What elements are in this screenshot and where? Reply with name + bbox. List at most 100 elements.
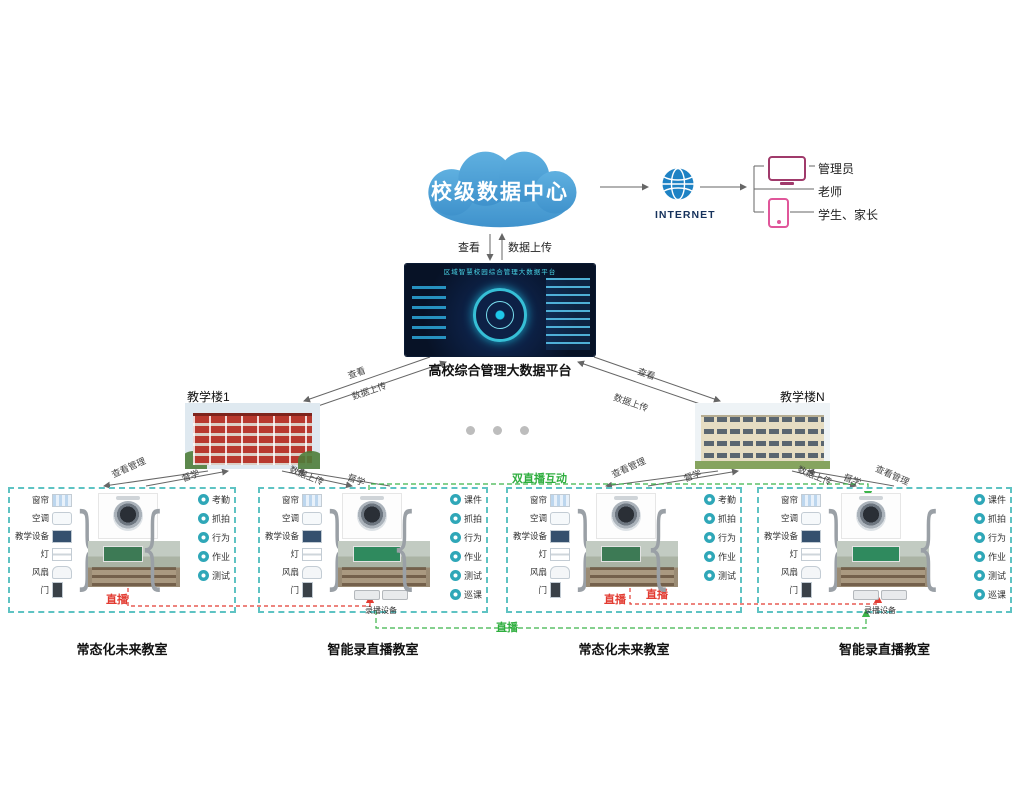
recorder-box-icon <box>853 590 879 600</box>
link-view-manage-2: 查看管理 <box>610 455 648 480</box>
function-item: 抓拍 <box>973 512 1006 525</box>
recorder-box-icon <box>881 590 907 600</box>
device-label: 窗帘 <box>529 495 547 505</box>
function-icon <box>703 513 715 524</box>
device-icon <box>801 547 821 561</box>
device-icon <box>550 493 570 507</box>
user-label-admin: 管理员 <box>818 162 855 176</box>
device-icon <box>52 511 72 525</box>
function-icon <box>703 532 715 543</box>
function-label: 考勤 <box>717 495 736 505</box>
building-1-photo <box>185 403 320 469</box>
device-icon <box>550 547 570 561</box>
camera-mount <box>859 496 883 500</box>
device-icon <box>52 565 72 579</box>
device-label: 风扇 <box>780 567 798 577</box>
function-item: 巡课 <box>449 588 482 601</box>
device-label: 灯 <box>40 549 49 559</box>
link-view-right: 查看 <box>636 366 657 382</box>
function-item: 行为 <box>973 531 1006 544</box>
camera-mount <box>360 496 384 500</box>
recorder-devices: 录播设备 <box>825 587 935 616</box>
device-item: 风扇 <box>511 565 570 579</box>
device-icon <box>801 529 821 543</box>
dome-camera-icon <box>357 501 387 531</box>
camera-mount <box>116 496 140 500</box>
live-red-extra-label: 直播 <box>646 589 668 601</box>
platform-screen-left-widgets <box>412 286 446 346</box>
function-label: 作业 <box>463 552 482 562</box>
device-icon <box>801 511 821 525</box>
dome-camera-icon <box>113 501 143 531</box>
function-list: 课件抓拍行为作业测试巡课 <box>449 493 482 607</box>
device-icon <box>302 547 322 561</box>
link-upload-label: 数据上传 <box>508 242 552 254</box>
device-icon <box>52 547 72 561</box>
device-item: 灯 <box>263 547 322 561</box>
function-label: 考勤 <box>211 495 230 505</box>
device-item: 窗帘 <box>263 493 322 507</box>
device-item: 门 <box>13 582 72 598</box>
device-item: 教学设备 <box>13 529 72 543</box>
recorder-label: 录播设备 <box>365 606 397 615</box>
link-supervise-2: 督学 <box>346 472 367 488</box>
device-item: 风扇 <box>13 565 72 579</box>
device-item: 风扇 <box>263 565 322 579</box>
function-list: 考勤抓拍行为作业测试 <box>197 493 230 588</box>
classroom-label: 智能录直播教室 <box>838 642 930 657</box>
function-label: 测试 <box>211 571 230 581</box>
device-label: 灯 <box>290 549 299 559</box>
right-brace: { <box>140 494 165 600</box>
building-1-label: 教学楼1 <box>187 390 230 404</box>
function-list: 考勤抓拍行为作业测试 <box>703 493 736 588</box>
function-icon <box>973 570 985 581</box>
function-label: 行为 <box>211 533 230 543</box>
function-item: 作业 <box>703 550 736 563</box>
device-list: 窗帘空调教学设备灯风扇门 <box>511 493 570 601</box>
function-label: 抓拍 <box>987 514 1006 524</box>
device-label: 教学设备 <box>512 531 547 541</box>
device-item: 门 <box>762 582 821 598</box>
link-upload-left: 数据上传 <box>350 380 388 402</box>
function-item: 抓拍 <box>197 512 230 525</box>
device-item: 门 <box>511 582 570 598</box>
device-icon <box>302 511 322 525</box>
function-icon <box>449 570 461 581</box>
live-green-label: 直播 <box>496 622 518 634</box>
function-icon <box>703 570 715 581</box>
device-label: 门 <box>538 585 547 595</box>
device-label: 窗帘 <box>780 495 798 505</box>
function-label: 课件 <box>463 495 482 505</box>
function-item: 行为 <box>703 531 736 544</box>
function-icon <box>449 494 461 505</box>
device-item: 灯 <box>13 547 72 561</box>
function-icon <box>703 494 715 505</box>
dot <box>466 426 475 435</box>
right-brace: { <box>392 494 417 600</box>
function-item: 行为 <box>197 531 230 544</box>
function-icon <box>449 513 461 524</box>
cloud-icon <box>428 151 577 228</box>
link-supervise-3: 督学 <box>682 468 703 484</box>
right-brace: { <box>916 494 941 600</box>
function-icon <box>973 551 985 562</box>
function-label: 作业 <box>717 552 736 562</box>
camera-photo <box>596 493 656 539</box>
device-label: 风扇 <box>529 567 547 577</box>
function-item: 测试 <box>703 569 736 582</box>
platform-screen-title: 区域智慧校园综合管理大数据平台 <box>443 269 557 276</box>
function-icon <box>197 570 209 581</box>
device-icon <box>550 529 570 543</box>
link-view-manage-3: 查看管理 <box>873 463 911 488</box>
function-label: 巡课 <box>463 590 482 600</box>
device-icon <box>52 493 72 507</box>
device-label: 门 <box>789 585 798 595</box>
function-item: 作业 <box>449 550 482 563</box>
device-label: 空调 <box>780 513 798 523</box>
building-n-photo <box>695 403 830 469</box>
recorder-label: 录播设备 <box>864 606 896 615</box>
device-item: 灯 <box>511 547 570 561</box>
